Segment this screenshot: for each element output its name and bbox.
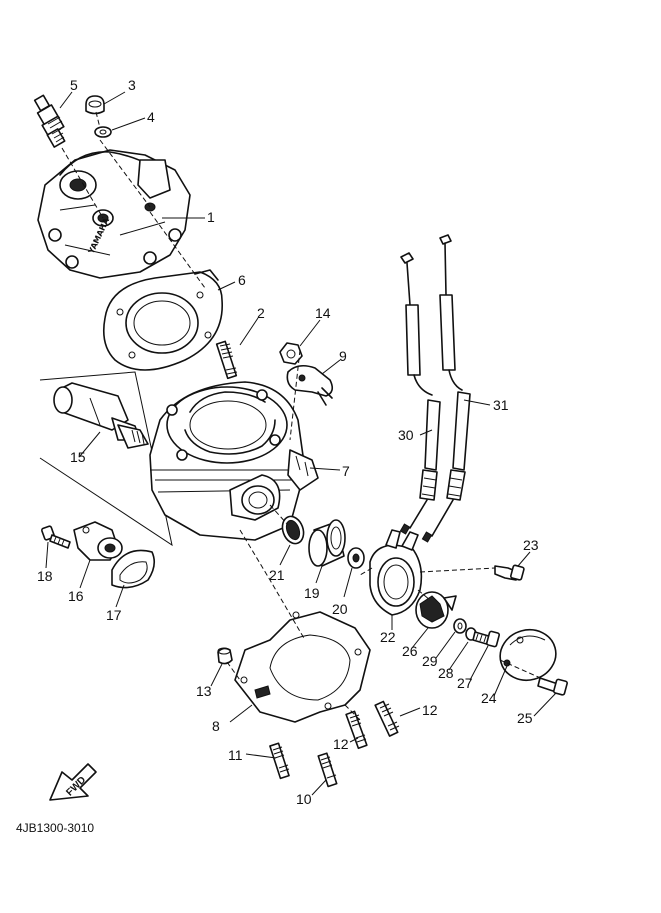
- assembly-lines: [61, 111, 546, 721]
- callout-28: 28: [438, 665, 454, 681]
- control-cables: [399, 234, 471, 543]
- stud-bolt: [215, 340, 238, 380]
- callout-labels: 5 3 4 1 6 2 14 9 15 7 30 31 23 18 16 17 …: [37, 77, 539, 807]
- callout-12-center: 12: [333, 736, 349, 752]
- stud-left: [269, 742, 290, 780]
- callout-27: 27: [457, 675, 473, 691]
- callout-17: 17: [106, 607, 122, 623]
- callout-29: 29: [422, 653, 438, 669]
- callout-1: 1: [207, 209, 215, 225]
- callout-10: 10: [296, 791, 312, 807]
- power-valve-assembly: [39, 371, 173, 547]
- stud-right: [374, 700, 400, 737]
- callout-12-right: 12: [422, 702, 438, 718]
- diagram-code: 4JB1300-3010: [16, 821, 94, 835]
- bearing: [347, 547, 365, 569]
- callout-22: 22: [380, 629, 396, 645]
- callout-8: 8: [212, 718, 220, 734]
- impeller: [415, 591, 457, 629]
- valve-gasket: [111, 549, 156, 589]
- callout-4: 4: [147, 109, 155, 125]
- pump-cover: [499, 628, 557, 682]
- cylinder-head: YAMAHA: [37, 149, 191, 279]
- callout-11: 11: [228, 747, 243, 763]
- stud-center: [345, 710, 368, 750]
- bracket: [286, 364, 334, 406]
- cylinder: [149, 381, 319, 541]
- leader-lines: [45, 91, 557, 796]
- callout-20: 20: [332, 601, 348, 617]
- bolt-cover-large: [537, 677, 568, 696]
- callout-30: 30: [398, 427, 414, 443]
- callout-31: 31: [493, 397, 509, 413]
- cap: [85, 95, 105, 115]
- callout-3: 3: [128, 77, 136, 93]
- callout-23: 23: [523, 537, 539, 553]
- forward-arrow-icon: FWD: [49, 763, 97, 801]
- valve-housing: [73, 521, 123, 561]
- callout-21: 21: [269, 567, 285, 583]
- callout-19: 19: [304, 585, 320, 601]
- callout-16: 16: [68, 588, 84, 604]
- callout-14: 14: [315, 305, 331, 321]
- callout-2: 2: [257, 305, 265, 321]
- callout-6: 6: [238, 272, 246, 288]
- stud-front: [317, 752, 338, 788]
- callout-24: 24: [481, 690, 497, 706]
- callout-9: 9: [339, 348, 347, 364]
- collar: [308, 519, 346, 567]
- o-ring: [281, 515, 305, 545]
- washer: [94, 126, 112, 138]
- callout-25: 25: [517, 710, 533, 726]
- washer-small: [453, 618, 467, 634]
- callout-7: 7: [342, 463, 350, 479]
- dowel-pin: [217, 647, 233, 665]
- bolt-left: [41, 525, 71, 549]
- spark-plug: [33, 94, 66, 148]
- bolt-cover-small: [472, 630, 500, 648]
- bolt-top-right: [494, 564, 525, 581]
- base-gasket: [234, 611, 371, 723]
- callout-5: 5: [70, 77, 78, 93]
- callout-26: 26: [402, 643, 418, 659]
- callout-15: 15: [70, 449, 86, 465]
- pump-housing: [369, 529, 423, 616]
- callout-18: 18: [37, 568, 53, 584]
- head-gasket: [102, 269, 223, 371]
- nut: [279, 342, 303, 365]
- callout-13: 13: [196, 683, 212, 699]
